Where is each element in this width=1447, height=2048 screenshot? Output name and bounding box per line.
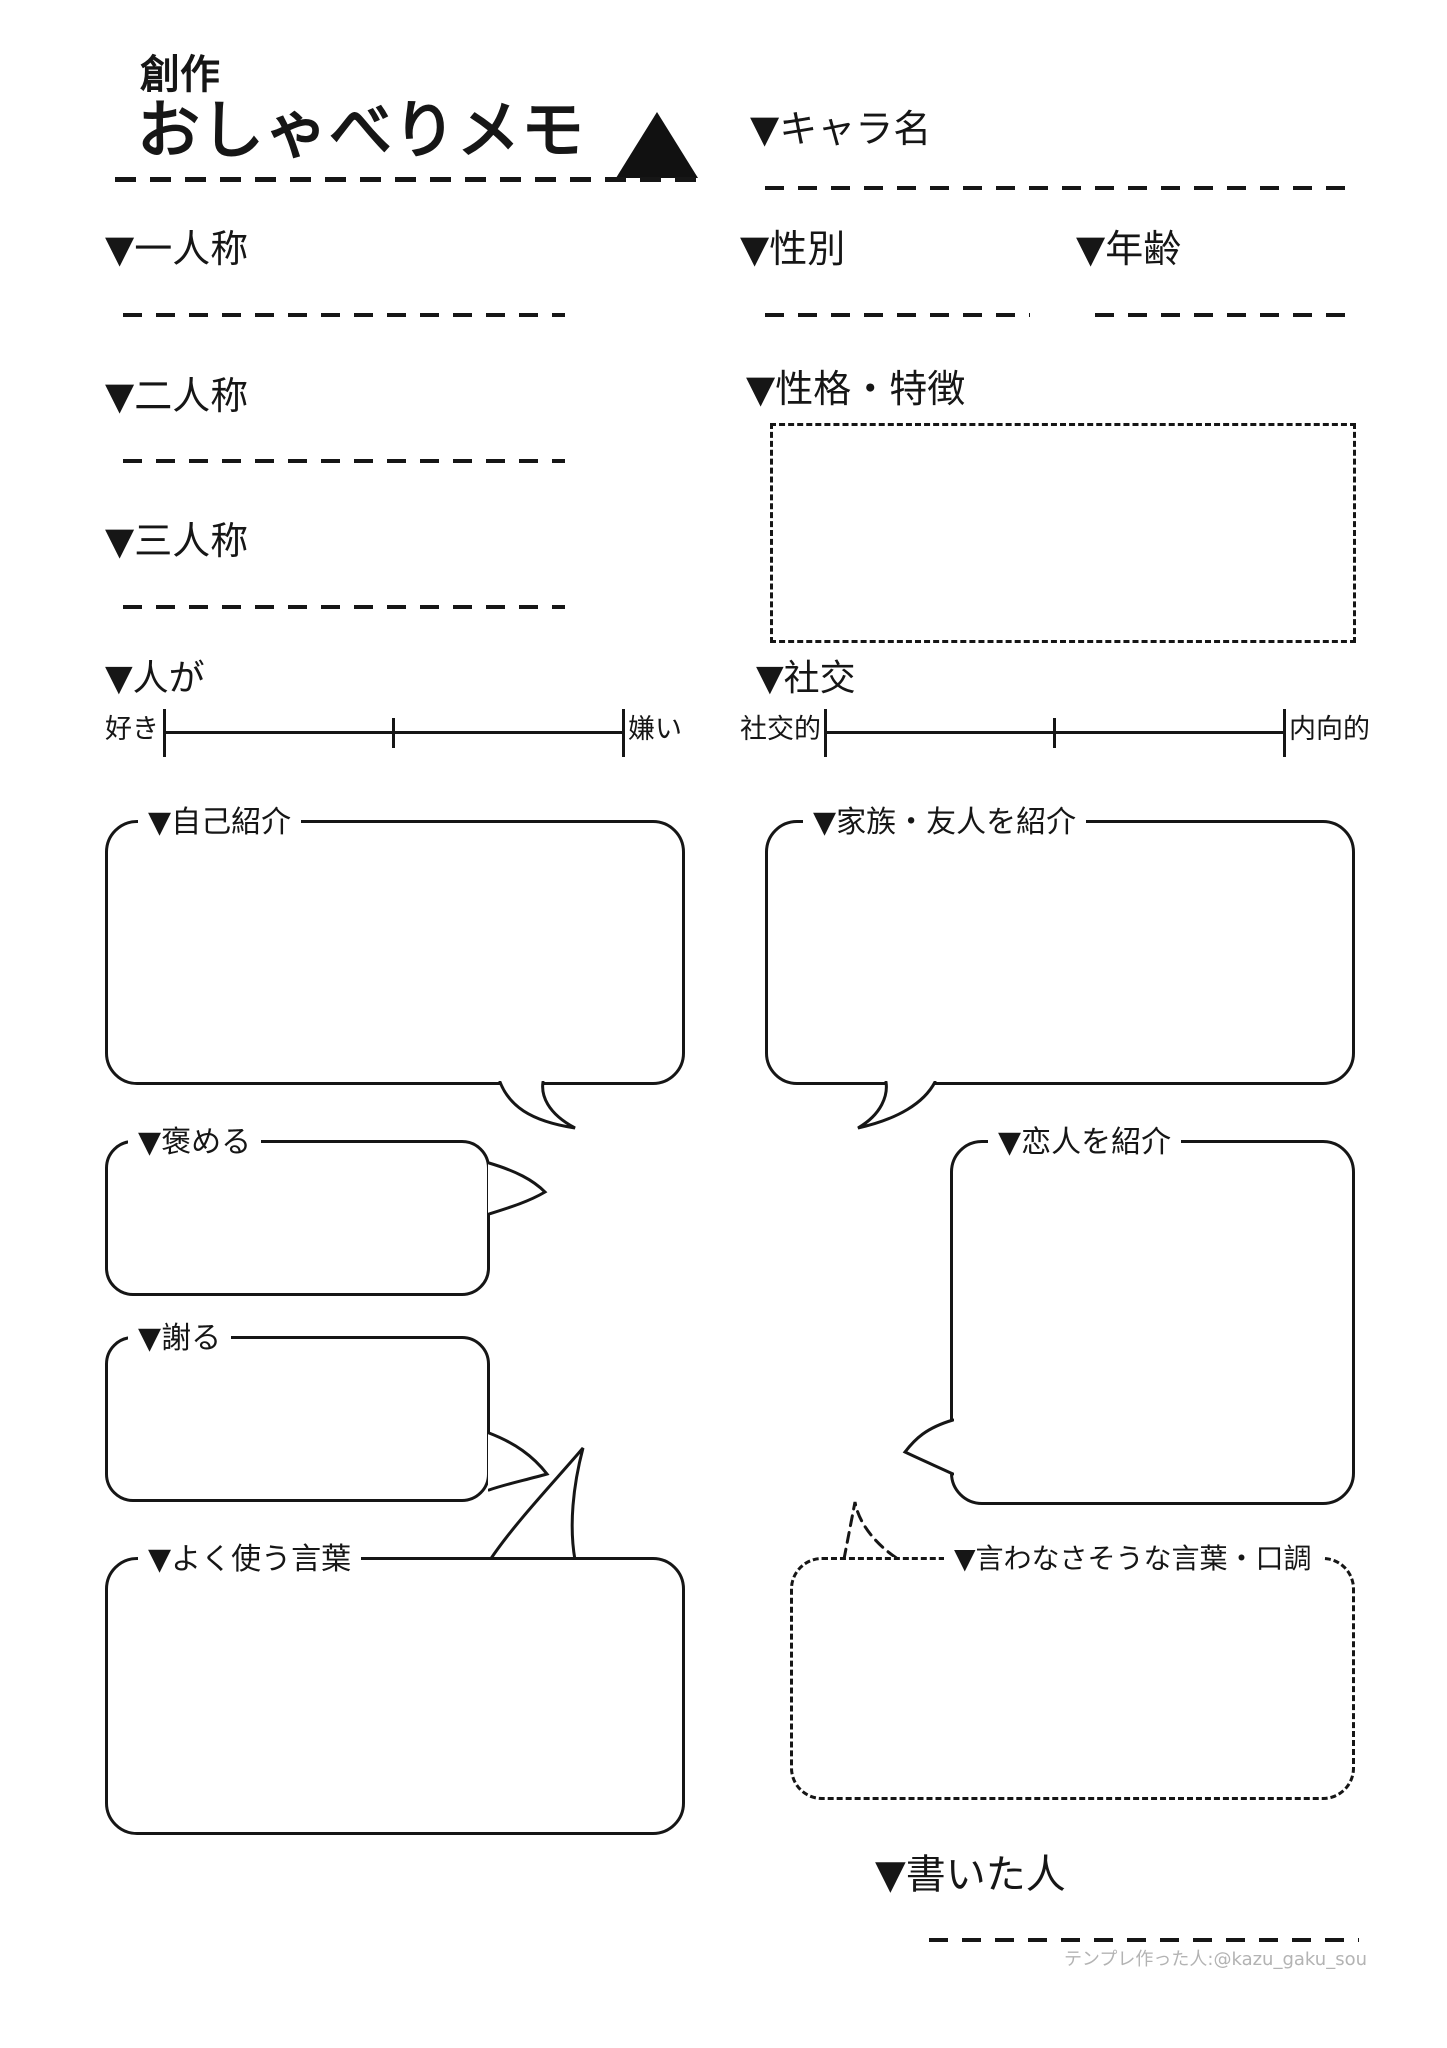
first-person-input-line[interactable]	[123, 313, 565, 317]
slider-tick-start	[824, 709, 827, 757]
slider-tick-middle	[392, 718, 395, 748]
slider-right-label: 嫌い	[628, 714, 682, 745]
social-slider[interactable]: 社交的 内向的	[740, 708, 1370, 758]
family-friends-bubble[interactable]: ▼家族・友人を紹介	[765, 804, 1355, 1085]
praise-bubble[interactable]: ▼褒める	[105, 1124, 490, 1296]
apologize-bubble[interactable]: ▼謝る	[105, 1320, 490, 1502]
char-name-label: ▼キャラ名	[750, 107, 932, 151]
people-pref-label: ▼人が	[105, 658, 205, 699]
writer-label: ▼書いた人	[875, 1852, 1066, 1898]
speech-tail	[498, 1081, 576, 1130]
title-underline	[115, 177, 697, 182]
people-pref-slider[interactable]: 好き 嫌い	[105, 708, 690, 758]
third-person-label: ▼三人称	[105, 519, 249, 563]
speech-tail	[488, 1447, 585, 1561]
gender-input-line[interactable]	[765, 313, 1030, 317]
gender-label: ▼性別	[740, 227, 846, 271]
slider-tick-end	[1283, 709, 1286, 757]
slider-left-label: 社交的	[740, 714, 821, 745]
lover-bubble-label: ▼恋人を紹介	[988, 1124, 1182, 1162]
black-triangle-icon	[616, 112, 698, 178]
slider-tick-end	[622, 709, 625, 757]
slider-track[interactable]	[163, 708, 625, 758]
self-intro-bubble-label: ▼自己紹介	[138, 804, 302, 842]
slider-tick-middle	[1053, 718, 1056, 748]
speech-tail	[902, 1418, 954, 1476]
unlikely-words-bubble[interactable]: ▼言わなさそうな言葉・口調	[790, 1541, 1355, 1800]
page-title: おしゃべりメモ	[137, 94, 585, 167]
slider-tick-start	[163, 709, 166, 757]
second-person-label: ▼二人称	[105, 374, 249, 418]
age-input-line[interactable]	[1095, 313, 1356, 317]
third-person-input-line[interactable]	[123, 605, 565, 609]
second-person-input-line[interactable]	[123, 459, 565, 463]
self-intro-bubble[interactable]: ▼自己紹介	[105, 804, 685, 1085]
first-person-label: ▼一人称	[105, 227, 249, 271]
common-words-bubble-label: ▼よく使う言葉	[138, 1541, 362, 1579]
lover-bubble[interactable]: ▼恋人を紹介	[950, 1124, 1355, 1505]
personality-label: ▼性格・特徴	[746, 367, 966, 411]
personality-input-box[interactable]	[770, 423, 1356, 643]
page-title-small: 創作	[140, 52, 220, 98]
writer-input-line[interactable]	[929, 1938, 1359, 1942]
slider-right-label: 内向的	[1289, 714, 1370, 745]
social-label: ▼社交	[756, 658, 856, 699]
template-credit: テンプレ作った人:@kazu_gaku_sou	[1063, 1949, 1367, 1970]
unlikely-words-bubble-label: ▼言わなさそうな言葉・口調	[944, 1541, 1322, 1576]
family-friends-bubble-label: ▼家族・友人を紹介	[803, 804, 1087, 842]
praise-bubble-label: ▼褒める	[128, 1124, 262, 1162]
age-label: ▼年齢	[1076, 227, 1182, 271]
speech-tail	[488, 1431, 550, 1492]
slider-track[interactable]	[824, 708, 1286, 758]
slider-left-label: 好き	[105, 714, 159, 745]
speech-tail	[857, 1081, 937, 1130]
apologize-bubble-label: ▼謝る	[128, 1320, 232, 1358]
common-words-bubble[interactable]: ▼よく使う言葉	[105, 1541, 685, 1835]
speech-tail	[488, 1161, 548, 1216]
char-name-input-line[interactable]	[765, 186, 1356, 190]
speech-tail	[842, 1501, 900, 1560]
